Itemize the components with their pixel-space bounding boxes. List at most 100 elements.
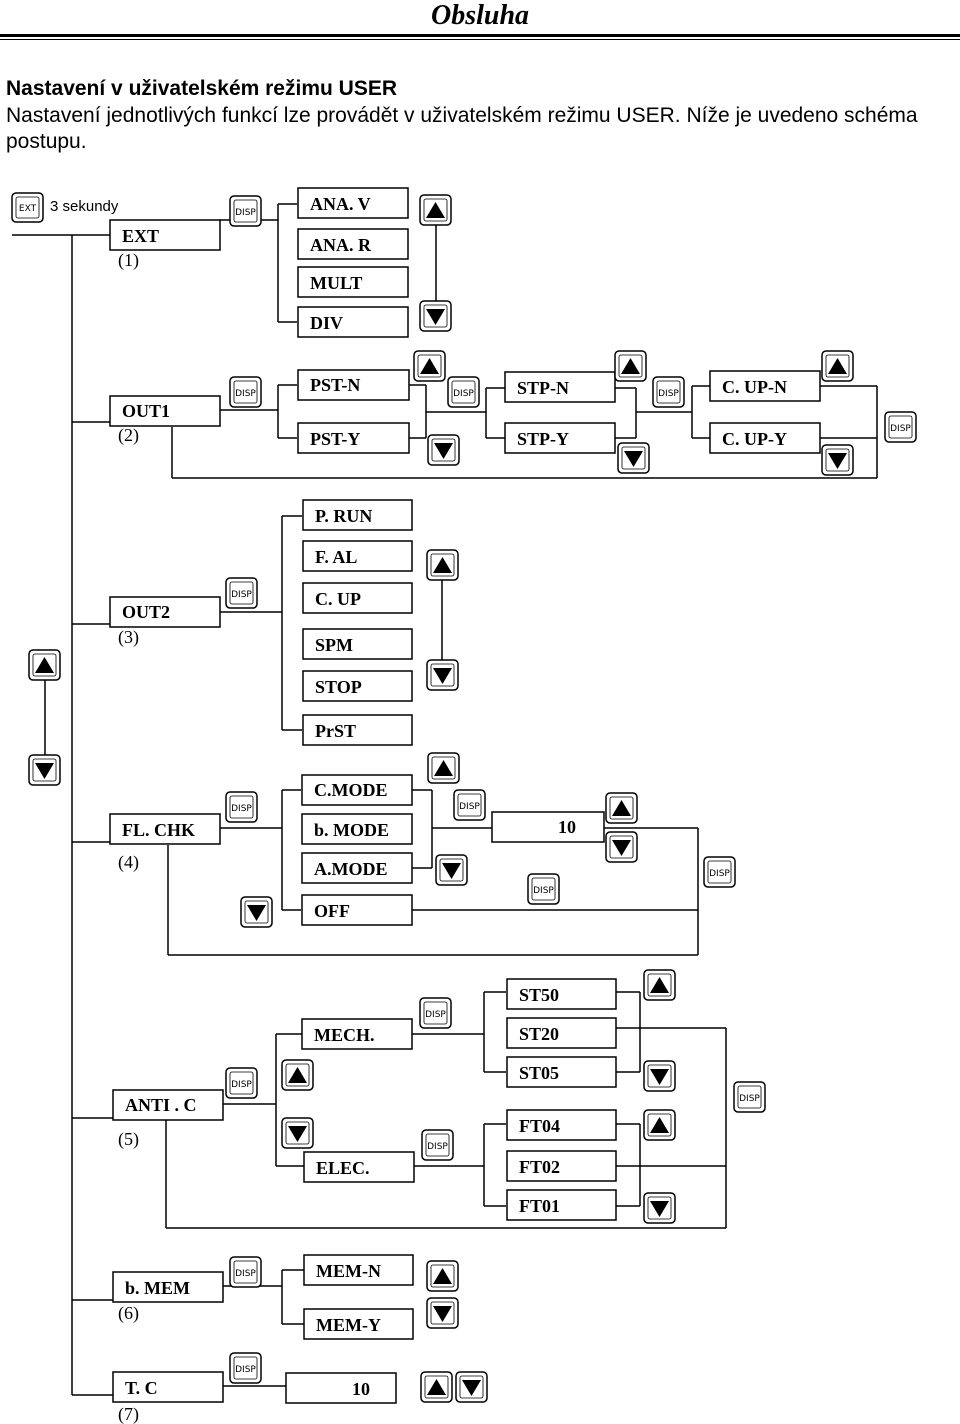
option-label: FT01	[519, 1196, 560, 1216]
option-label: FT04	[519, 1116, 560, 1136]
disp-key-icon: DISP	[421, 1129, 454, 1161]
arrow-down-key-icon	[435, 854, 468, 886]
mode-antic: ANTI . C (5)	[112, 1089, 224, 1150]
svg-text:DISP: DISP	[459, 802, 480, 812]
disp-key-icon: DISP	[527, 873, 560, 905]
svg-text:DISP: DISP	[427, 1142, 448, 1152]
arrow-up-key-icon	[614, 350, 647, 382]
arrow-down-key-icon	[419, 300, 452, 332]
arrow-up-key-icon	[420, 1371, 453, 1403]
disp-key-icon: DISP	[733, 1081, 766, 1113]
arrow-down-key-icon	[821, 444, 854, 476]
option-label: MECH.	[314, 1025, 375, 1045]
option-label: A.MODE	[314, 859, 388, 879]
option-label: STP-Y	[517, 429, 569, 449]
mode-ext: EXT (1)	[109, 219, 221, 271]
disp-key-icon: DISP	[884, 411, 917, 443]
mode-label: OUT2	[122, 602, 170, 622]
option-label: FT02	[519, 1157, 560, 1177]
section-text: Nastavení jednotlivých funkcí lze provád…	[6, 104, 918, 153]
option-label: DIV	[310, 313, 343, 333]
arrow-down-key-icon	[426, 1297, 459, 1329]
option-label: ST05	[519, 1063, 559, 1083]
option-label: MULT	[310, 273, 362, 293]
svg-text:DISP: DISP	[709, 869, 730, 879]
option-label: PrST	[315, 721, 356, 741]
svg-text:DISP: DISP	[231, 804, 252, 814]
tc-value-label: 10	[352, 1379, 370, 1399]
arrow-up-key-icon	[28, 649, 61, 681]
arrow-down-key-icon	[240, 896, 273, 928]
arrow-up-key-icon	[426, 1260, 459, 1292]
arrow-down-key-icon	[426, 659, 459, 691]
mode-out1: OUT1 (2)	[109, 395, 221, 446]
option-label: C. UP-Y	[722, 429, 787, 449]
mode-label: b. MEM	[125, 1278, 190, 1298]
option-label: STOP	[315, 677, 362, 697]
out1-options: PST-N PST-Y STP-N STP-Y C. UP-N C. UP-Y	[297, 369, 821, 454]
option-label: ELEC.	[316, 1158, 370, 1178]
mode-tc: T. C (7)	[112, 1371, 224, 1424]
svg-text:DISP: DISP	[235, 208, 256, 218]
option-label: C. UP	[315, 589, 361, 609]
out2-options: P. RUN F. AL C. UP SPM STOP PrST	[302, 499, 413, 746]
disp-key-icon: DISP	[703, 856, 736, 888]
mode-label: EXT	[122, 226, 159, 246]
mode-flchk: FL. CHK (4)	[109, 813, 221, 873]
bmem-options: MEM-N MEM-Y	[303, 1254, 414, 1340]
mode-label: FL. CHK	[122, 820, 195, 840]
option-label: b. MODE	[314, 820, 389, 840]
svg-text:DISP: DISP	[658, 389, 679, 399]
mode-number: (1)	[118, 250, 139, 271]
flchk-value: 10	[558, 817, 576, 837]
option-label: ST50	[519, 985, 559, 1005]
option-label: ST20	[519, 1024, 559, 1044]
disp-key-icon: DISP	[419, 997, 452, 1029]
arrow-up-key-icon	[821, 350, 854, 382]
hold-duration-note: 3 sekundy	[50, 198, 119, 215]
mode-number: (3)	[118, 627, 139, 648]
option-label: F. AL	[315, 547, 357, 567]
disp-key-icon: DISP	[225, 791, 258, 823]
option-label: OFF	[314, 901, 350, 921]
mode-out2: OUT2 (3)	[109, 596, 221, 648]
mode-number: (4)	[118, 852, 139, 873]
arrow-up-key-icon	[419, 194, 452, 226]
option-label: PST-Y	[310, 429, 360, 449]
arrow-down-key-icon	[281, 1117, 314, 1149]
flchk-options: C.MODE b. MODE A.MODE OFF 10	[301, 774, 605, 926]
header-divider	[0, 34, 960, 37]
connector-lines	[12, 203, 878, 1396]
mode-label: ANTI . C	[125, 1095, 197, 1115]
svg-text:DISP: DISP	[235, 389, 256, 399]
svg-text:DISP: DISP	[231, 1080, 252, 1090]
disp-key-icon: DISP	[225, 577, 258, 609]
page-header-title: Obsluha	[430, 0, 530, 31]
arrow-down-key-icon	[427, 434, 460, 466]
option-label: P. RUN	[315, 506, 372, 526]
svg-text:DISP: DISP	[425, 1010, 446, 1020]
svg-text:DISP: DISP	[235, 1269, 256, 1279]
mode-number: (7)	[118, 1404, 139, 1424]
option-label: STP-N	[517, 378, 569, 398]
option-label: MEM-Y	[316, 1315, 381, 1335]
section-heading: Nastavení v uživatelském režimu USER	[6, 77, 398, 100]
mode-label: T. C	[125, 1378, 158, 1398]
disp-key-icon: DISP	[225, 1067, 258, 1099]
arrow-down-key-icon	[643, 1060, 676, 1092]
arrow-down-key-icon	[455, 1371, 488, 1403]
arrow-up-key-icon	[426, 549, 459, 581]
disp-key-icon: DISP	[229, 1352, 262, 1384]
mode-number: (2)	[118, 425, 139, 446]
svg-text:DISP: DISP	[739, 1094, 760, 1104]
header-divider-thin	[0, 39, 960, 40]
arrow-down-key-icon	[605, 831, 638, 863]
arrow-keys	[28, 194, 854, 1403]
arrow-down-key-icon	[617, 442, 650, 474]
arrow-down-key-icon	[28, 754, 61, 786]
mode-label: OUT1	[122, 401, 170, 421]
option-label: C. UP-N	[722, 377, 787, 397]
ext-options: ANA. V ANA. R MULT DIV	[297, 187, 409, 338]
disp-key-icon: DISP	[652, 376, 685, 408]
